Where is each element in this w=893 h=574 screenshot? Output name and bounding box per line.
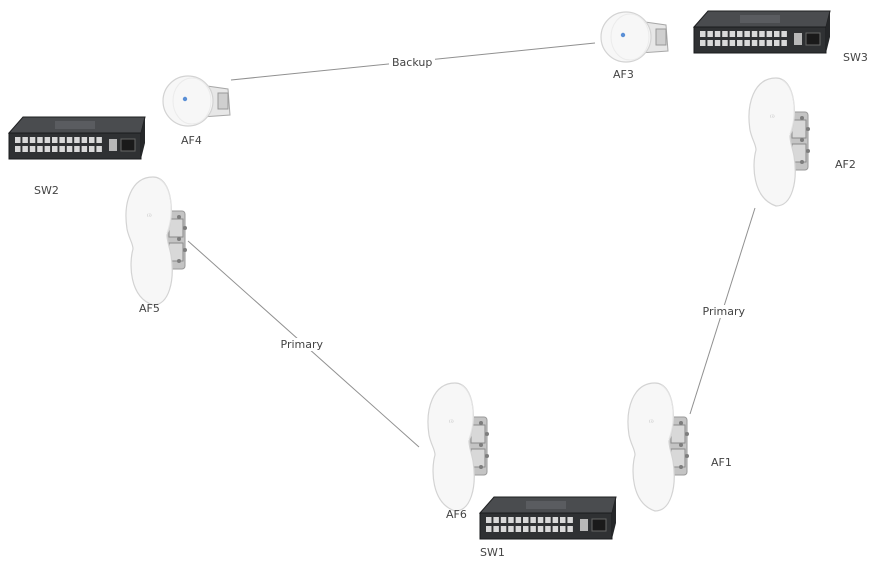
airfiber-dish-icon-af6[interactable]: ⁽ⁱ⁾ xyxy=(427,382,489,512)
node-label-af6: AF6 xyxy=(446,508,467,521)
node-label-af5: AF5 xyxy=(139,302,160,315)
network-switch-icon-sw2[interactable] xyxy=(7,116,146,160)
link-label-primary: Primary xyxy=(699,304,749,318)
airfiber-dish-icon-af5[interactable]: ⁽ⁱ⁾ xyxy=(125,176,187,306)
node-label-af1: AF1 xyxy=(711,456,732,469)
links xyxy=(187,42,756,448)
node-label-sw2: SW2 xyxy=(34,184,59,197)
airfiber-dish-icon-af1[interactable]: ⁽ⁱ⁾ xyxy=(627,382,689,512)
link-label-primary: Primary xyxy=(277,337,327,351)
airfiber-dish-icon-af2[interactable]: ⁽ⁱ⁾ xyxy=(748,77,810,207)
network-switch-icon-sw3[interactable] xyxy=(692,10,831,54)
airfiber-small-dish-icon-af4[interactable] xyxy=(162,75,231,127)
svg-text:⁽ⁱ⁾: ⁽ⁱ⁾ xyxy=(449,419,454,427)
node-label-af4: AF4 xyxy=(181,134,202,147)
link-label-backup: Backup xyxy=(389,55,436,69)
svg-text:⁽ⁱ⁾: ⁽ⁱ⁾ xyxy=(147,213,152,221)
svg-text:⁽ⁱ⁾: ⁽ⁱ⁾ xyxy=(649,419,654,427)
node-label-sw1: SW1 xyxy=(480,546,505,559)
node-label-af3: AF3 xyxy=(613,68,634,81)
node-label-sw3: SW3 xyxy=(843,51,868,64)
node-label-af2: AF2 xyxy=(835,158,856,171)
airfiber-small-dish-icon-af3[interactable] xyxy=(600,11,669,63)
svg-text:⁽ⁱ⁾: ⁽ⁱ⁾ xyxy=(770,114,775,122)
network-switch-icon-sw1[interactable] xyxy=(478,496,617,540)
